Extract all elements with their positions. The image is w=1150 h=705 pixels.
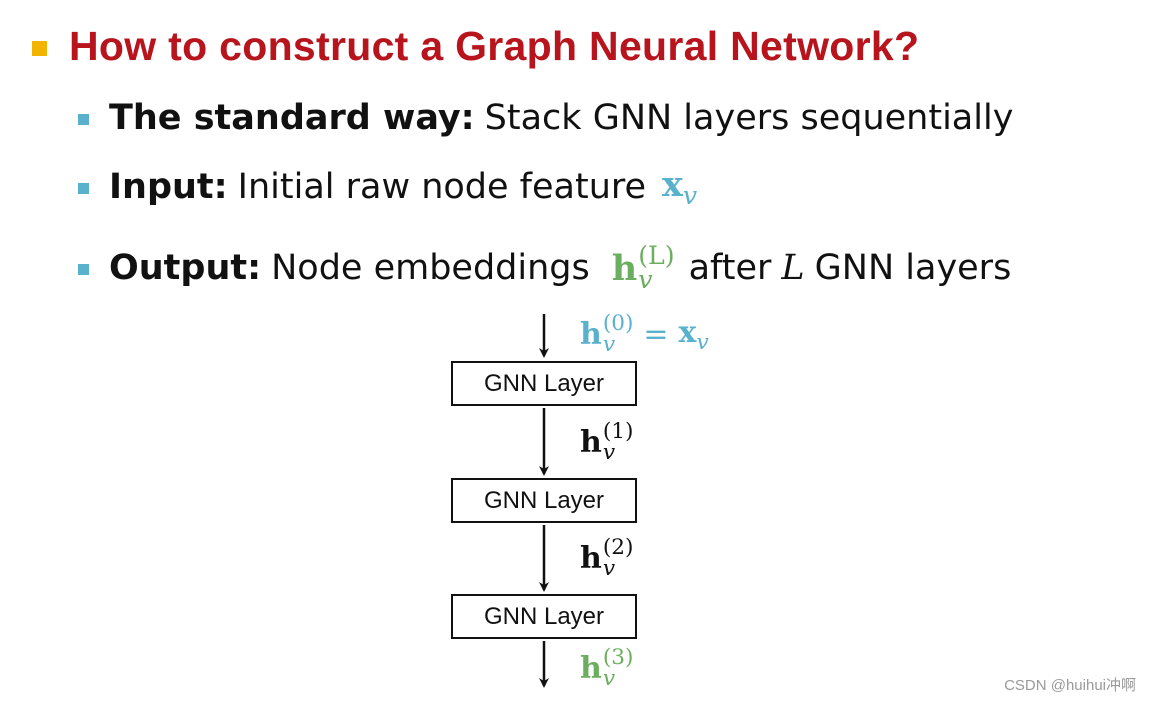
title-bullet-square [32, 40, 47, 56]
gnn-layer-box-2: GNN Layer [451, 478, 637, 523]
bullet-label: Output: [109, 248, 262, 288]
bullet-text: Node embeddings [271, 248, 590, 288]
math-x-v: xv [662, 163, 698, 211]
label-h2: h (2)v [580, 535, 634, 581]
gnn-layer-box-3: GNN Layer [451, 594, 637, 639]
label-h3: h (3)v [580, 645, 634, 691]
slide-title: How to construct a Graph Neural Network? [69, 22, 920, 69]
watermark: CSDN @huihui冲啊 [1004, 677, 1136, 694]
sub-bullet-square [78, 182, 89, 194]
label-h1: h (1)v [580, 419, 634, 465]
bullet-output: Output: Node embeddings h (L)v after L G… [78, 236, 1011, 300]
bullet-label: The standard way: [109, 98, 475, 138]
bullet-text-after: after [688, 248, 772, 288]
bullet-input: Input: Initial raw node feature xv [78, 164, 697, 210]
bullet-text: Initial raw node feature [237, 167, 647, 207]
math-h-v-L: h (L)v [611, 241, 675, 294]
sub-bullet-square [78, 263, 89, 275]
bullet-text: Stack GNN layers sequentially [484, 98, 1014, 138]
label-h0-eq-xv: h (0)v = xv [580, 311, 709, 357]
bullet-label: Input: [109, 167, 228, 207]
slide-title-row: How to construct a Graph Neural Network? [32, 18, 919, 74]
gnn-layer-box-1: GNN Layer [451, 361, 637, 406]
sub-bullet-square [78, 113, 89, 125]
math-var-L: L [781, 248, 805, 288]
bullet-standard-way: The standard way: Stack GNN layers seque… [78, 96, 1013, 140]
bullet-text-after: GNN layers [814, 248, 1012, 288]
